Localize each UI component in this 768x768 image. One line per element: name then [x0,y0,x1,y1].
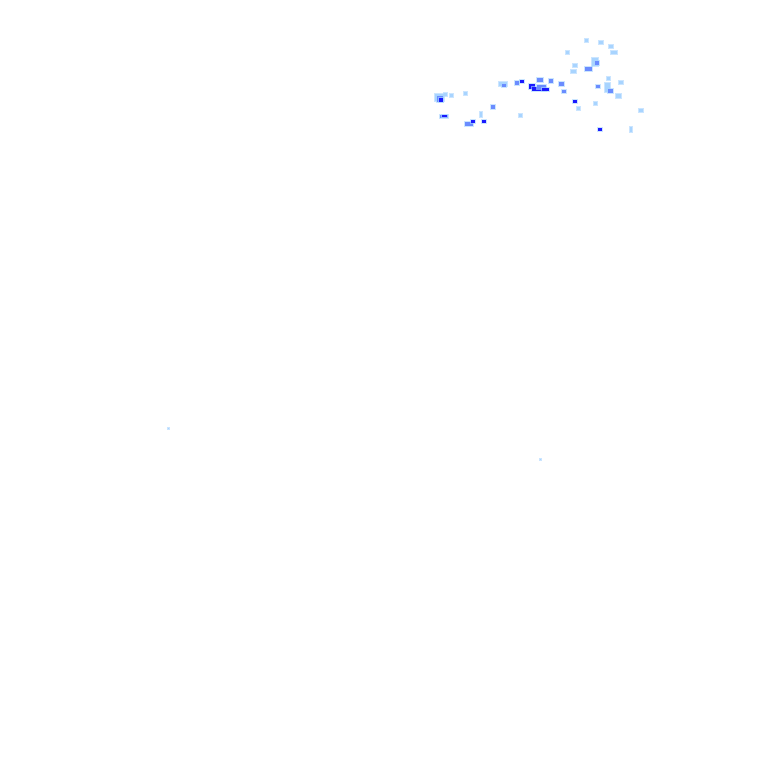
precipitation-echo-moderate [562,90,566,93]
precipitation-echo-light [450,94,453,97]
precipitation-echo-heavy [598,128,602,131]
precipitation-echo-moderate [549,79,553,83]
precipitation-echo-light [585,39,588,42]
precipitation-echo-light [607,77,610,80]
precipitation-echo-light [594,102,597,105]
precipitation-echo-light [605,83,610,92]
precipitation-echo-light [444,93,447,96]
precipitation-echo-light [639,109,643,112]
precipitation-echo-light [616,94,621,98]
precipitation-echo-moderate [596,85,600,88]
precipitation-echo-heavy [520,80,524,83]
precipitation-echo-moderate [585,67,592,71]
precipitation-echo-heavy [542,88,549,91]
precipitation-echo-light [609,45,613,48]
precipitation-echo-light [168,428,169,429]
precipitation-echo-moderate [491,105,495,109]
precipitation-echo-light [630,127,632,132]
precipitation-echo-moderate [465,122,473,126]
precipitation-echo-light [611,51,617,54]
precipitation-echo-heavy [482,120,486,123]
precipitation-echo-heavy [442,115,447,117]
precipitation-echo-light [573,64,577,67]
precipitation-echo-light [464,92,467,95]
precipitation-echo-moderate [537,78,543,82]
precipitation-echo-light [480,112,482,117]
precipitation-echo-light [619,81,623,84]
precipitation-echo-moderate [559,82,564,86]
precipitation-echo-light [566,51,569,54]
precipitation-echo-light [540,459,541,460]
precipitation-echo-moderate [502,84,506,87]
precipitation-echo-moderate [595,61,599,65]
precipitation-echo-heavy [471,120,475,123]
precipitation-echo-light [571,70,576,73]
precipitation-echo-light [599,41,603,44]
precipitation-echo-moderate [515,81,519,85]
precipitation-echo-moderate [608,89,613,93]
precipitation-echo-heavy [573,100,577,103]
precipitation-echo-light [577,107,580,110]
precipitation-echo-light [519,114,522,117]
precipitation-echo-heavy [439,98,443,102]
